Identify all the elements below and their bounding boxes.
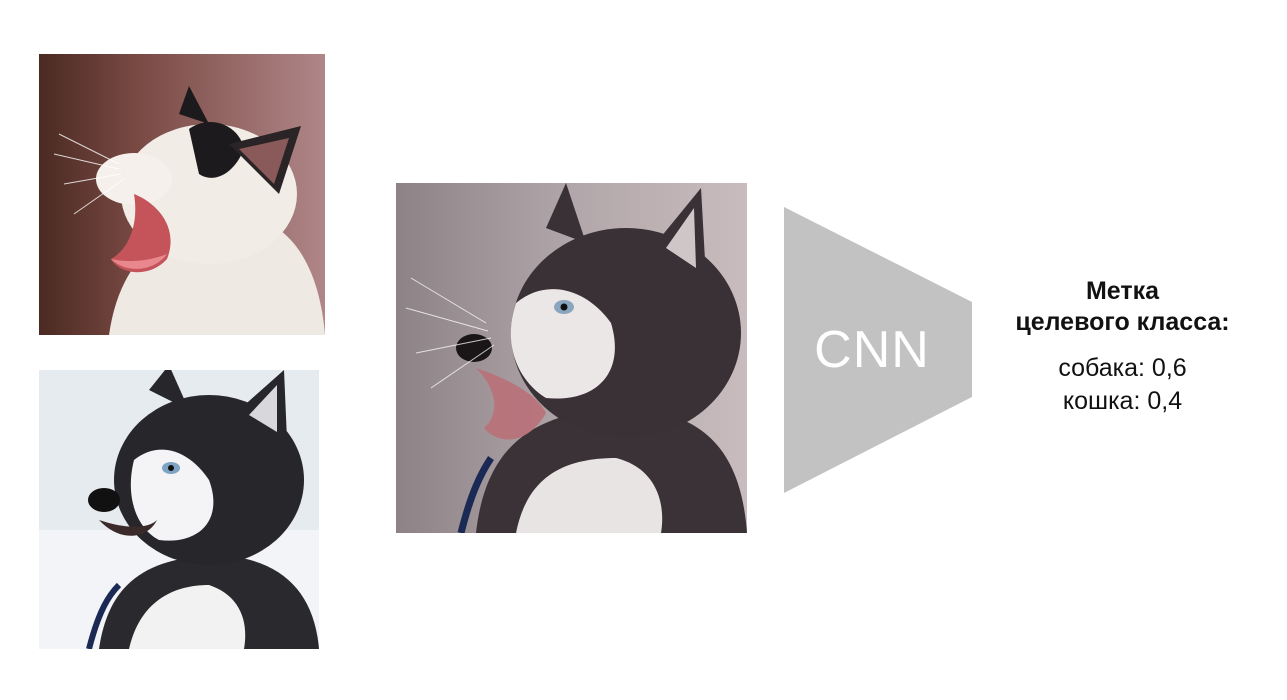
mixed-image bbox=[396, 183, 747, 533]
cat-illustration bbox=[39, 54, 325, 335]
mixed-illustration bbox=[396, 183, 747, 533]
target-label-title: Метка целевого класса: bbox=[990, 276, 1255, 338]
class-score-cat: кошка: 0,4 bbox=[1062, 387, 1183, 415]
cnn-network-block: CNN bbox=[784, 207, 972, 493]
class-score-dog: собака: 0,6 bbox=[1058, 354, 1187, 382]
target-label-title-line1: Метка bbox=[1085, 277, 1160, 305]
target-label-title-line2: целевого класса: bbox=[1015, 308, 1230, 336]
cnn-trapezoid-shape bbox=[784, 207, 972, 493]
cat-image bbox=[39, 54, 325, 335]
husky-image bbox=[39, 370, 319, 649]
husky-illustration bbox=[39, 370, 319, 649]
class-score-list: собака: 0,6 кошка: 0,4 bbox=[990, 352, 1255, 418]
cnn-label: CNN bbox=[814, 321, 930, 379]
target-label-panel: Метка целевого класса: собака: 0,6 кошка… bbox=[990, 276, 1255, 418]
